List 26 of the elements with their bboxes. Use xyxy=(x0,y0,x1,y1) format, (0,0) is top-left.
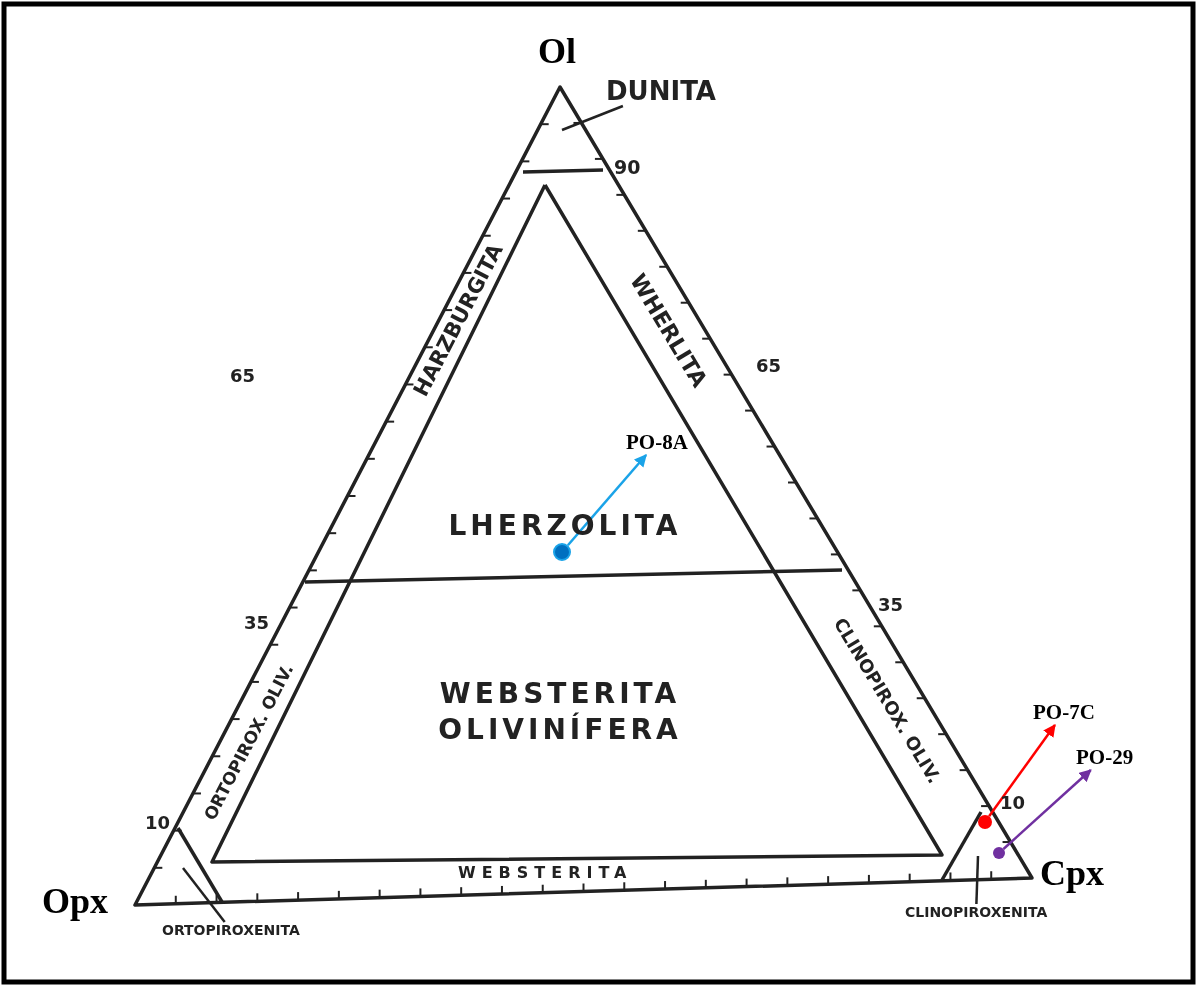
sample-label: PO-29 xyxy=(1076,745,1134,770)
leader-line xyxy=(561,104,624,132)
sample-label: PO-7C xyxy=(1033,700,1095,725)
arrow xyxy=(988,724,1056,818)
apex-label: Opx xyxy=(42,880,109,922)
leader-line xyxy=(975,855,980,905)
scale-number: 10 xyxy=(1000,792,1026,813)
rock-name-label: CLINOPIROXENITA xyxy=(905,904,1048,920)
sample-dot xyxy=(553,543,571,561)
apex-label: Cpx xyxy=(1040,852,1105,894)
sample-dot xyxy=(978,815,992,829)
rock-name-label: DUNITA xyxy=(606,76,716,106)
scale-number: 90 xyxy=(614,156,641,178)
apex-label: Ol xyxy=(538,30,576,72)
scale-number: 65 xyxy=(230,365,256,386)
scale-number: 35 xyxy=(878,594,904,615)
scale-number: 35 xyxy=(244,612,270,633)
rock-name-label: ORTOPIROXENITA xyxy=(162,922,300,938)
region-label: WEBSTERITA xyxy=(458,862,633,882)
arrow xyxy=(1002,769,1092,850)
scale-number: 10 xyxy=(145,812,171,833)
sample-label: PO-8A xyxy=(626,430,688,455)
region-label: WEBSTERITA OLIVINÍFERA xyxy=(437,675,683,748)
scale-number: 65 xyxy=(756,355,782,376)
leader-line xyxy=(182,867,226,923)
sample-dot xyxy=(993,847,1005,859)
